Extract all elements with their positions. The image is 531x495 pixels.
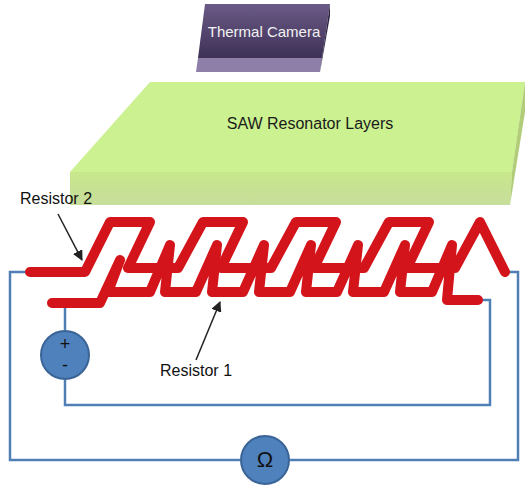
saw-slab-art [70, 82, 525, 205]
voltage-source: +- [40, 330, 90, 380]
node-text: - [62, 356, 68, 376]
resistor-label: Resistor 1 [160, 362, 232, 380]
resistor-label: Resistor 2 [20, 190, 92, 208]
node-text: SAW Resonator Layers [227, 115, 394, 133]
resistor-1 [52, 245, 478, 303]
saw-resonator-layers: SAW Resonator Layers [160, 106, 460, 142]
node-text: + [60, 335, 71, 355]
node-text: Thermal Camera [208, 24, 321, 41]
camera-art [196, 4, 330, 72]
thermal-camera: Thermal Camera [202, 8, 327, 56]
leader-line [196, 302, 220, 360]
node-text: Ω [257, 448, 273, 472]
ohmmeter: Ω [240, 435, 290, 485]
leader-line [58, 214, 82, 260]
